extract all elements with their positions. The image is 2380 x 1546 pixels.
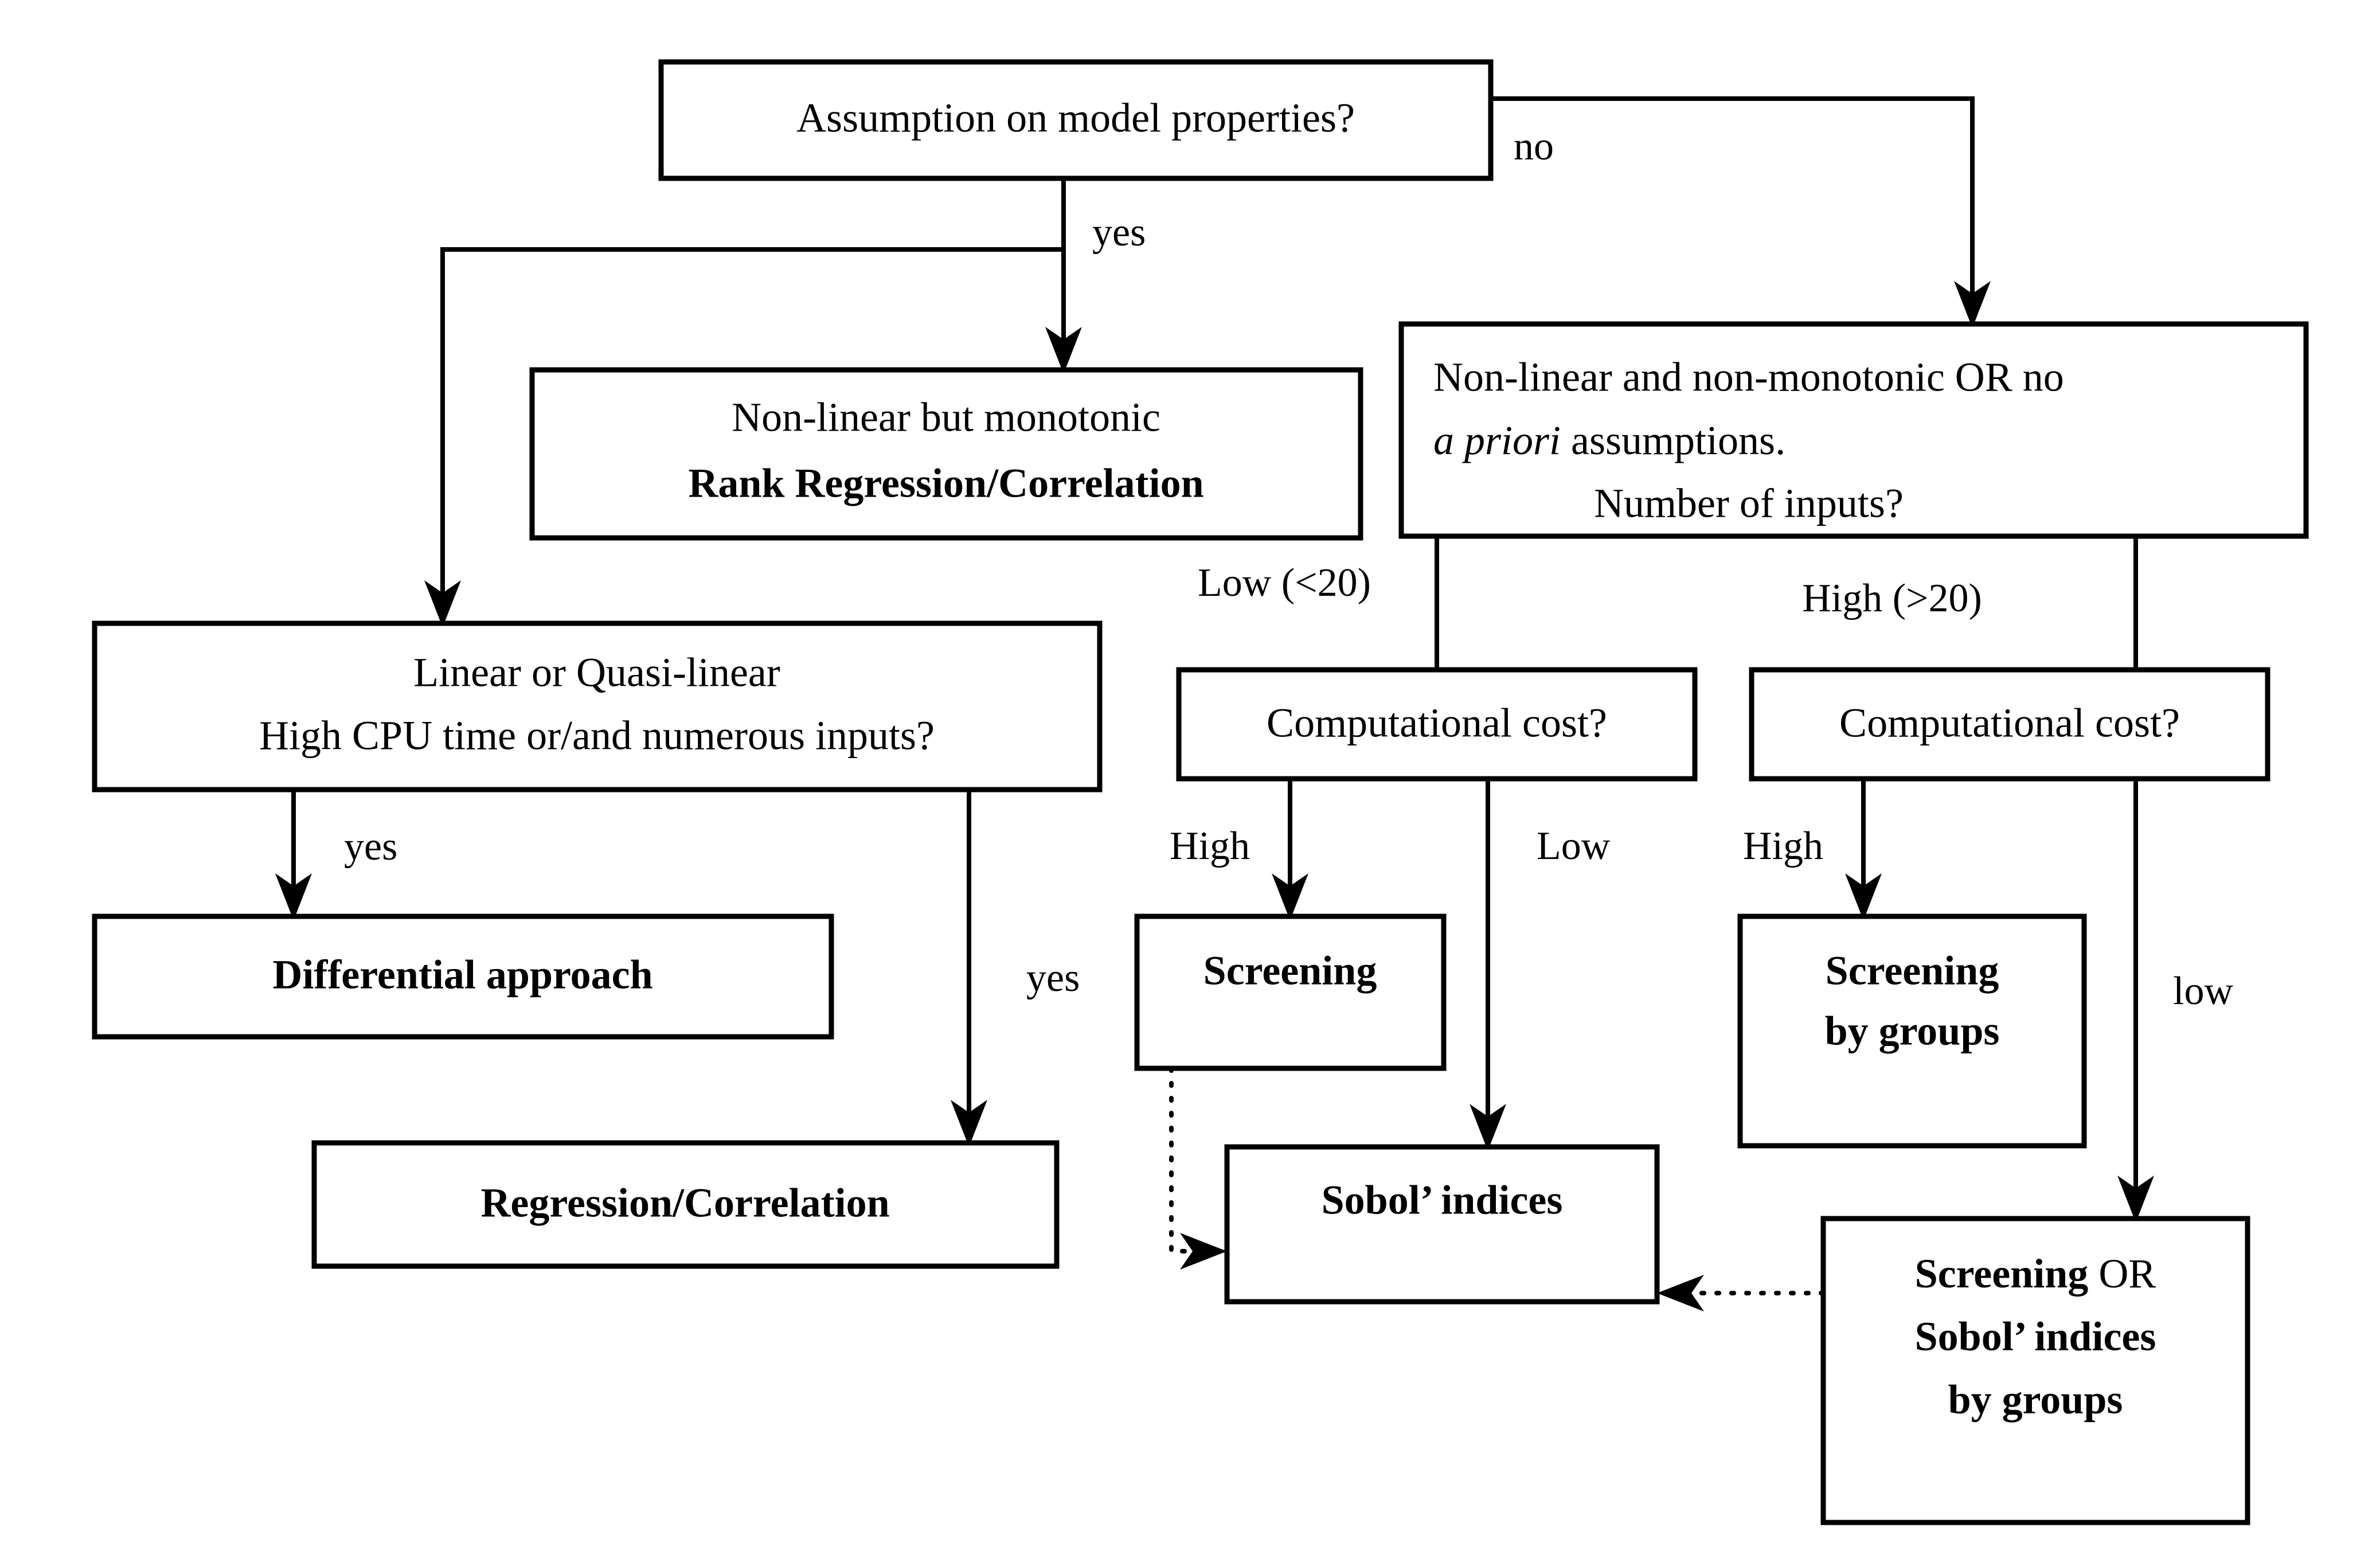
node-label: Computational cost? <box>1267 700 1607 746</box>
node-screening[interactable]: Screening <box>1134 913 1447 1071</box>
node-label-line2: a priori assumptions. <box>1433 417 1785 463</box>
node-rank-regression-correlation[interactable]: Non-linear but monotonic Rank Regression… <box>529 367 1363 541</box>
edge-costlow-to-screening <box>1272 779 1308 920</box>
nodes-layer: Assumption on model properties? Non-line… <box>92 59 2309 1525</box>
edge-linear-to-regression <box>951 790 987 1147</box>
edge-label-high-right: High <box>1743 824 1823 868</box>
node-label: Computational cost? <box>1839 700 2180 746</box>
node-label-line2: Sobol’ indices <box>1915 1314 2156 1360</box>
node-label: Differential approach <box>272 952 652 998</box>
node-label: Sobol’ indices <box>1322 1177 1563 1223</box>
assumptions-roman: assumptions. <box>1571 417 1785 463</box>
node-differential-approach[interactable]: Differential approach <box>92 913 834 1040</box>
node-computational-cost-high-inputs[interactable]: Computational cost? <box>1749 667 2270 782</box>
edge-label-low-20: Low (<20) <box>1198 561 1371 605</box>
node-label-line2: High CPU time or/and numerous inputs? <box>259 713 935 759</box>
edge-label-high-left: High <box>1170 824 1250 868</box>
node-label: Assumption on model properties? <box>796 95 1355 141</box>
node-label-line1: Screening <box>1826 948 1999 994</box>
edges-layer <box>275 96 2154 1311</box>
edge-label-yes-root: yes <box>1092 210 1146 255</box>
node-label: Regression/Correlation <box>480 1180 889 1226</box>
node-regression-correlation[interactable]: Regression/Correlation <box>311 1140 1060 1269</box>
edge-label-high-20: High (>20) <box>1802 576 1982 620</box>
edge-label-yes-reg: yes <box>1026 956 1080 1000</box>
node-label-line2: Rank Regression/Correlation <box>688 460 1203 506</box>
edge-label-yes-diff: yes <box>344 825 397 869</box>
node-label: Screening <box>1203 948 1377 994</box>
node-linear-quasi-linear[interactable]: Linear or Quasi-linear High CPU time or/… <box>92 620 1103 792</box>
node-assumption-on-model-properties[interactable]: Assumption on model properties? <box>658 59 1494 181</box>
node-sobol-indices[interactable]: Sobol’ indices <box>1224 1144 1660 1305</box>
edge-costhigh-to-screenorsobol <box>2117 779 2154 1223</box>
node-label-line1: Screening OR <box>1915 1251 2156 1297</box>
edge-costlow-to-sobol <box>1470 779 1506 1151</box>
edge-linear-to-differential <box>275 790 312 920</box>
edge-root-to-nonlinear <box>1491 96 1991 328</box>
edge-root-to-rank <box>1045 178 1082 374</box>
edge-label-low-right: low <box>2173 969 2233 1013</box>
node-computational-cost-low-inputs[interactable]: Computational cost? <box>1176 667 1698 782</box>
node-label-line1: Non-linear but monotonic <box>732 395 1160 440</box>
node-label-line1: Non-linear and non-monotonic OR no <box>1433 354 2064 400</box>
a-priori-italic: a priori <box>1433 417 1561 463</box>
edge-screening-to-sobol-dotted <box>1169 1066 1227 1270</box>
edge-root-to-linear <box>424 247 1064 627</box>
node-screening-or-sobol-by-groups[interactable]: Screening OR Sobol’ indices by groups <box>1820 1216 2250 1525</box>
edge-label-low-left: Low <box>1537 824 1611 868</box>
edge-screenorsobol-to-sobol-dotted <box>1657 1275 1826 1311</box>
node-label-line3: Number of inputs? <box>1594 481 1904 526</box>
node-screening-by-groups[interactable]: Screening by groups <box>1737 913 2087 1149</box>
or-word: OR <box>2088 1251 2156 1297</box>
screening-word: Screening <box>1915 1251 2089 1297</box>
node-label-line1: Linear or Quasi-linear <box>413 650 780 696</box>
edge-labels-layer: no yes Low (<20) High (>20) yes yes High… <box>344 124 2233 1013</box>
node-label-line3: by groups <box>1948 1377 2123 1423</box>
edge-costhigh-to-screengroups <box>1845 779 1882 920</box>
edge-label-no: no <box>1514 124 1554 169</box>
node-label-line2: by groups <box>1825 1008 2000 1054</box>
node-nonlinear-nonmonotonic[interactable]: Non-linear and non-monotonic OR no a pri… <box>1398 321 2309 539</box>
